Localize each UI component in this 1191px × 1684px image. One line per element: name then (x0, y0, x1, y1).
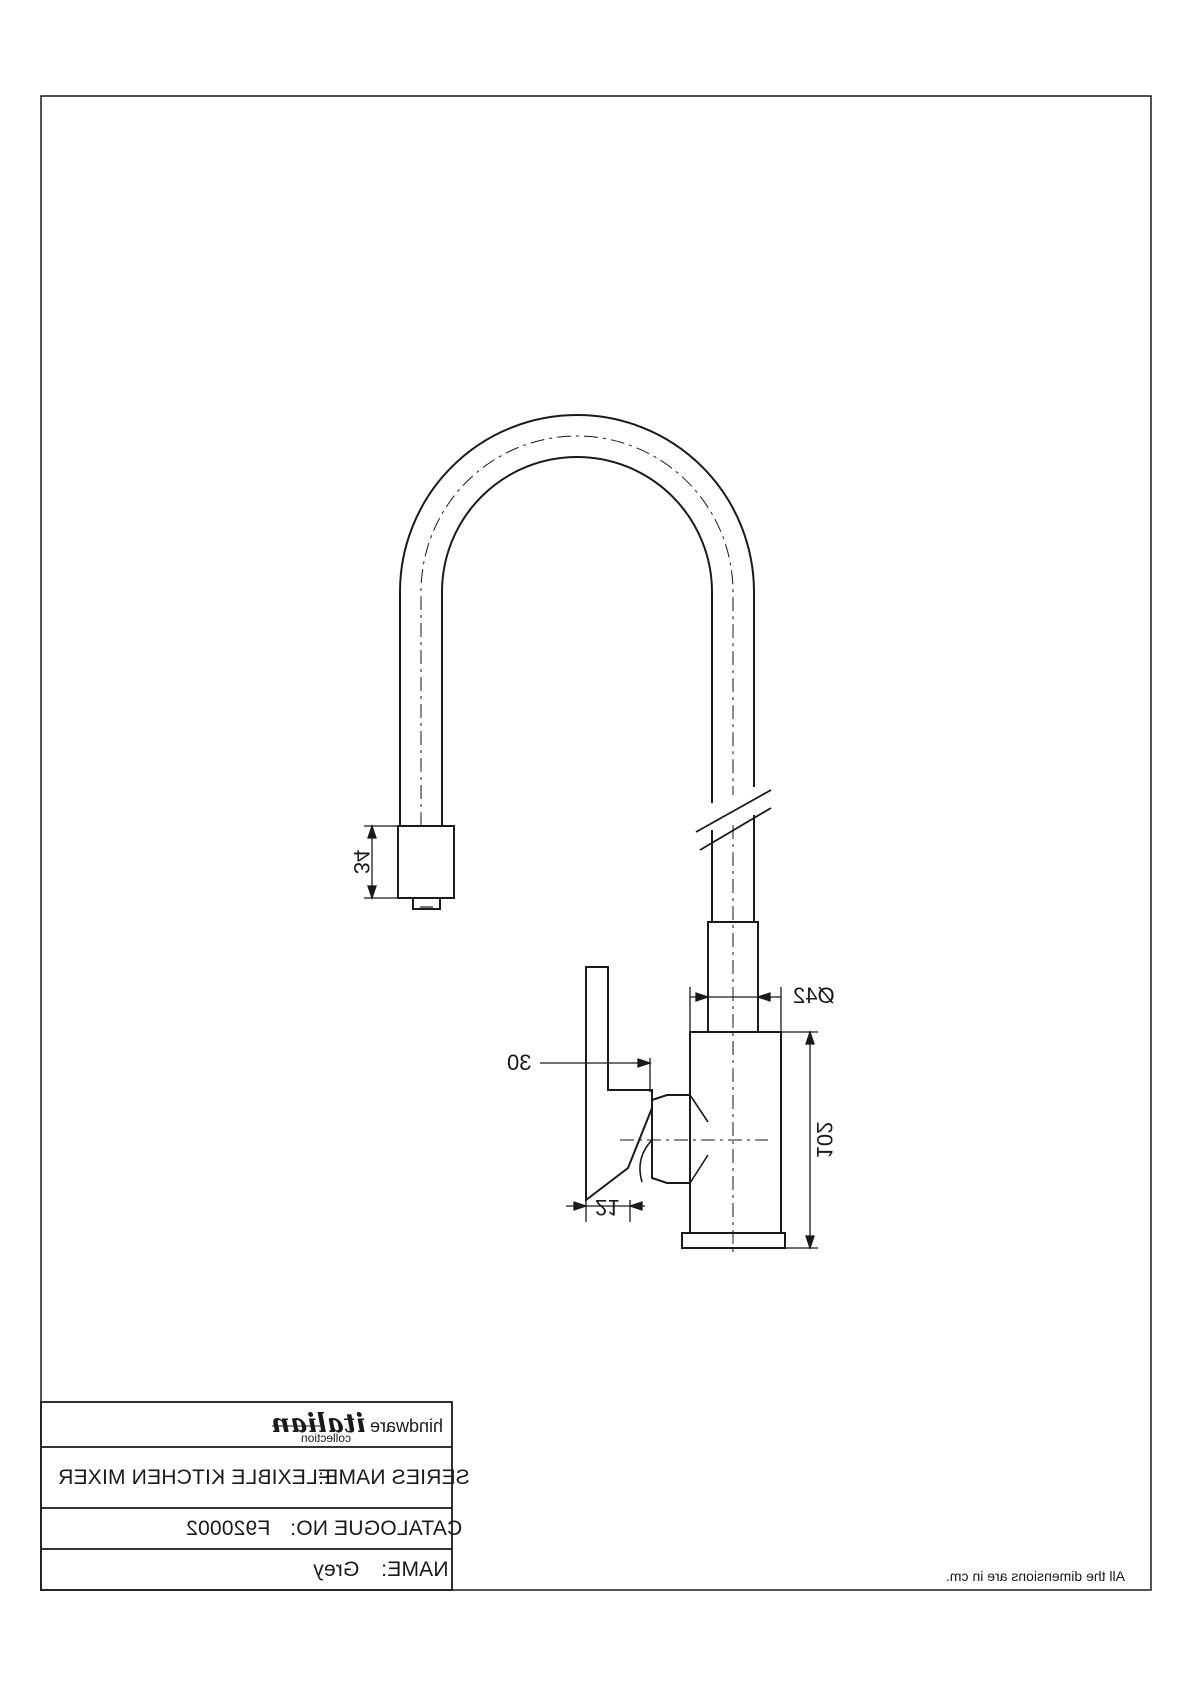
dim-height-arrow-top (805, 1029, 815, 1045)
dim-thick-arrow-left (573, 1201, 589, 1211)
dim-height-label: 102 (812, 1121, 837, 1159)
handle-lever (585, 966, 653, 1203)
mixer-body (689, 1031, 782, 1234)
spray-head (397, 825, 455, 899)
dim-thickness-label: 21 (595, 1195, 620, 1220)
dim-offset-arrow (637, 1058, 653, 1068)
sheet-border (40, 95, 1152, 1591)
side-boss (651, 1094, 690, 1184)
name-label: NAME: (381, 1558, 449, 1581)
series-label: SERIES NAME: (318, 1466, 470, 1489)
handle-curve (639, 1139, 653, 1183)
boss-chamfer-bottom (689, 1154, 709, 1184)
brand-name: hindware (369, 1416, 443, 1436)
boss-chamfer-top (689, 1094, 709, 1123)
dim-offset-label: 30 (507, 1050, 532, 1075)
title-block-frame (40, 1401, 453, 1591)
spout-outer-line (399, 414, 755, 826)
dimension-lines (364, 823, 818, 1251)
brand-logo: hindware italian collection (268, 1409, 443, 1445)
spout-centerline (420, 435, 734, 826)
dim-height-arrow-bottom (805, 1235, 815, 1251)
title-block-border (40, 1401, 453, 1591)
catalogue-value: F920002 (186, 1517, 271, 1540)
dim-head-arrow-bottom (367, 885, 377, 901)
dim-head-arrow-top (367, 823, 377, 839)
break-line-1 (695, 789, 772, 833)
dim-head-label: 34 (349, 849, 374, 875)
dim-diameter-label: Ø42 (793, 983, 835, 1008)
dim-diam-arrow-right (755, 992, 771, 1002)
spout-inner-line (441, 456, 713, 826)
faucet-drawing (397, 414, 786, 1249)
name-value: Grey (313, 1558, 360, 1581)
break-line-2 (699, 807, 772, 851)
series-value: FLEXIBLE KITCHEN MIXER (58, 1466, 331, 1489)
centerlines (420, 435, 768, 1252)
dim-diam-arrow-left (695, 992, 711, 1002)
brand-sub: collection (300, 1431, 351, 1445)
catalogue-label: CATALOGUE NO: (290, 1517, 463, 1540)
dim-thick-arrow-right (627, 1201, 643, 1211)
dimensions-note: All the dimensions are in cm. (946, 1568, 1125, 1584)
spray-head-nozzle (412, 897, 441, 910)
